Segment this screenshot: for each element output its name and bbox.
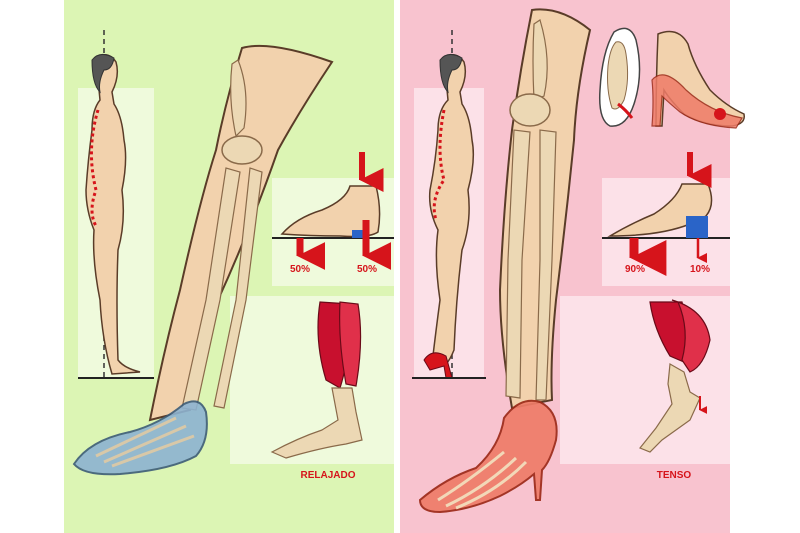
right-panel: 90% 10% TENSO xyxy=(400,0,745,533)
right-pressure-front-label: 10% xyxy=(690,264,710,275)
foot-pressure-icon: 50% 50% xyxy=(272,152,394,275)
calf-muscle-icon: TENSO xyxy=(639,299,711,481)
standing-woman-heels-posture-icon xyxy=(412,30,486,380)
right-pressure-back-label: 90% xyxy=(625,264,645,275)
foot-in-heel-icon xyxy=(651,30,745,129)
foot-xray-icon xyxy=(598,27,641,127)
leg-skeleton-icon xyxy=(148,44,334,422)
leg-skeleton-icon xyxy=(498,8,592,410)
right-state-label: TENSO xyxy=(657,470,692,481)
left-pressure-front-label: 50% xyxy=(357,264,377,275)
standing-woman-posture-icon xyxy=(78,30,154,380)
left-pressure-back-label: 50% xyxy=(290,264,310,275)
right-muscle-box xyxy=(560,296,730,464)
left-panel: 50% 50% RELAJADO xyxy=(64,0,394,533)
left-state-label: RELAJADO xyxy=(300,470,355,481)
foot-pressure-icon: 90% 10% xyxy=(602,152,730,276)
calf-muscle-icon: RELAJADO xyxy=(270,301,363,481)
flat-shoe-icon xyxy=(72,400,208,476)
high-heel-shoe-icon xyxy=(418,399,558,514)
left-support-block xyxy=(352,230,366,238)
right-support-block xyxy=(686,216,708,238)
